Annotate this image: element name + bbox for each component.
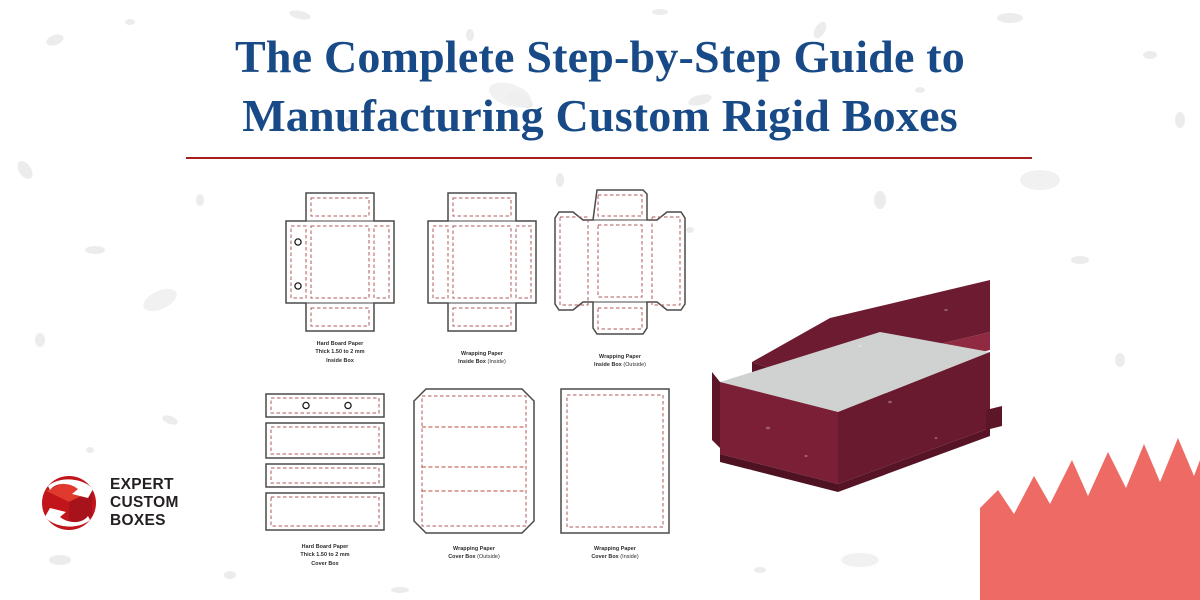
dieline-caption-cover-box-wrapping-outside: Wrapping Paper Cover Box (Outside)	[404, 545, 544, 562]
dieline-svg-strips	[265, 393, 385, 531]
logo-line-3: BOXES	[110, 512, 166, 530]
dieline-svg-cross-plain	[427, 192, 537, 332]
page-title-line-1: The Complete Step-by-Step Guide to	[234, 31, 966, 82]
caption-line-1: Hard Board Paper	[301, 544, 349, 550]
dieline-caption-cover-box-wrapping-inside: Wrapping Paper Cover Box (Inside)	[545, 545, 685, 562]
caption-line-1: Wrapping Paper	[461, 351, 503, 357]
dieline-diagram-group: Hard Board Paper Thick 1.50 to 2 mm Insi…	[250, 185, 700, 580]
expert-custom-boxes-logo-mark	[42, 476, 96, 530]
page-title: The Complete Step-by-Step Guide to Manuf…	[0, 28, 1200, 146]
logo-line-2: CUSTOM	[110, 493, 179, 511]
open-magnetic-rigid-box	[712, 280, 1002, 492]
caption-line-1: Wrapping Paper	[594, 546, 636, 552]
logo-wordmark: EXPERT CUSTOM BOXES	[110, 476, 179, 531]
dieline-svg-cross-tapered	[554, 189, 686, 335]
dieline-caption-inside-box-hardboard: Hard Board Paper Thick 1.50 to 2 mm Insi…	[270, 340, 410, 365]
dieline-inside-box-hardboard	[278, 185, 402, 335]
logo-line-1: EXPERT	[110, 475, 174, 493]
caption-line-1: Wrapping Paper	[599, 354, 641, 360]
dieline-svg-octagon	[413, 388, 535, 534]
dieline-inside-box-wrapping-outside	[550, 182, 690, 342]
dieline-svg-rectangle	[560, 388, 670, 534]
caption-line-2: Thick 1.50 to 2 mm	[315, 349, 365, 356]
dieline-cover-box-hardboard	[260, 390, 390, 535]
dieline-inside-box-wrapping-inside	[420, 185, 544, 335]
caption-line-3: Inside Box	[326, 357, 354, 364]
dieline-caption-inside-box-wrapping-inside: Wrapping Paper Inside Box (Inside)	[412, 350, 552, 367]
caption-line-2: Cover Box (Inside)	[591, 554, 639, 561]
caption-line-1: Wrapping Paper	[453, 546, 495, 552]
dieline-cover-box-wrapping-inside	[555, 385, 675, 537]
caption-line-1: Hard Board Paper	[316, 341, 364, 347]
dieline-caption-inside-box-wrapping-outside: Wrapping Paper Inside Box (Outside)	[550, 353, 690, 370]
caption-line-2: Inside Box (Inside)	[458, 359, 506, 366]
title-underline-rule	[186, 157, 1032, 159]
caption-line-2: Thick 1.50 to 2 mm	[300, 552, 350, 559]
page-title-line-2: Manufacturing Custom Rigid Boxes	[242, 89, 958, 141]
brand-logo[interactable]: EXPERT CUSTOM BOXES	[38, 472, 179, 534]
caption-line-3: Cover Box	[311, 560, 339, 567]
caption-line-2: Inside Box (Outside)	[594, 362, 646, 369]
caption-line-2: Cover Box (Outside)	[448, 554, 500, 561]
dieline-svg-cross-holes	[285, 192, 395, 332]
dieline-caption-cover-box-hardboard: Hard Board Paper Thick 1.50 to 2 mm Cove…	[255, 543, 395, 568]
dieline-cover-box-wrapping-outside	[408, 385, 540, 537]
